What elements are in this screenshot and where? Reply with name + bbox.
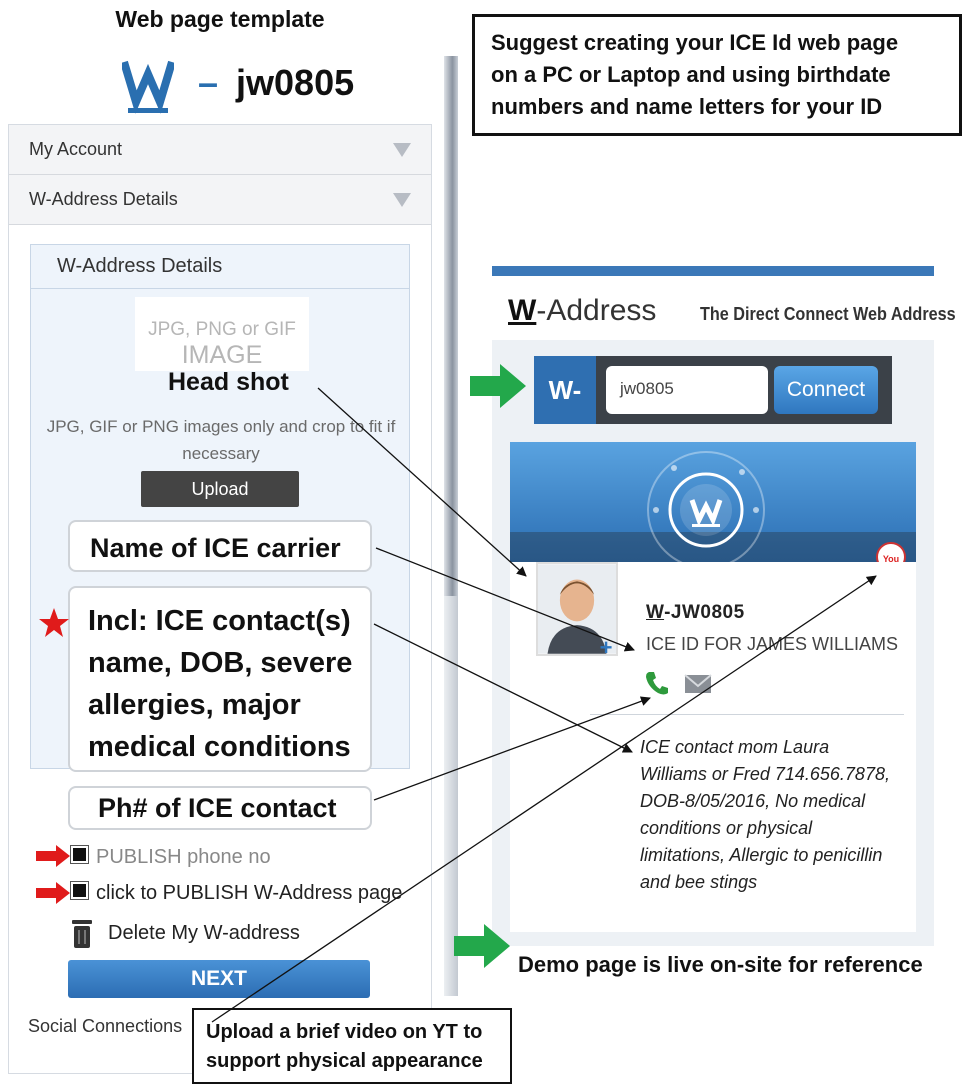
add-photo-icon[interactable]: + bbox=[599, 635, 613, 660]
accordion-label: W-Address Details bbox=[29, 189, 178, 209]
demo-header: W-Address The Direct Connect Web Address bbox=[492, 276, 956, 340]
w-address-input[interactable]: jw0805 bbox=[606, 366, 768, 414]
w-logo-icon bbox=[122, 60, 174, 114]
demo-top-bar bbox=[492, 266, 934, 276]
publish-page-checkbox[interactable] bbox=[70, 881, 89, 900]
red-arrow-icon bbox=[36, 882, 70, 904]
mail-icon[interactable] bbox=[684, 674, 712, 694]
publish-phone-checkbox[interactable] bbox=[70, 845, 89, 864]
profile-subtitle: ICE ID FOR JAMES WILLIAMS bbox=[646, 634, 899, 654]
divider-bar bbox=[444, 56, 458, 596]
accordion-label: My Account bbox=[29, 139, 123, 159]
logo-id: –jw0805 bbox=[198, 62, 355, 103]
trash-icon[interactable] bbox=[70, 918, 94, 950]
card-divider bbox=[590, 714, 904, 715]
next-button[interactable]: NEXT bbox=[68, 960, 370, 998]
suggest-note: Suggest creating your ICE Id web page on… bbox=[472, 14, 962, 136]
publish-phone-label: PUBLISH phone no bbox=[96, 846, 271, 868]
demo-live-note: Demo page is live on-site for reference bbox=[518, 952, 923, 977]
yt-note-line: Upload a brief video on YT to bbox=[206, 1021, 483, 1043]
demo-page: W-Address The Direct Connect Web Address… bbox=[492, 266, 956, 946]
template-title: Web page template bbox=[115, 6, 325, 32]
image-placeholder[interactable]: JPG, PNG or GIF IMAGE bbox=[135, 297, 309, 371]
callout-line: name, DOB, severe bbox=[88, 647, 353, 679]
suggest-line: on a PC or Laptop and using birthdate bbox=[491, 62, 891, 87]
callout-head-shot: Head shot bbox=[168, 368, 289, 396]
profile-banner: You Tube bbox=[510, 442, 916, 562]
yt-note-line: support physical appearance bbox=[206, 1050, 483, 1072]
phone-icon[interactable] bbox=[644, 670, 668, 696]
social-wheel-icon bbox=[647, 451, 765, 562]
callout-line: Incl: ICE contact(s) bbox=[88, 605, 351, 637]
publish-page-label: click to PUBLISH W-Address page bbox=[96, 882, 403, 904]
bio-line: limitations, Allergic to penicillin bbox=[640, 845, 883, 865]
accordion-social-connections[interactable]: Social Connections bbox=[28, 1016, 183, 1036]
red-arrow-icon bbox=[36, 845, 70, 867]
image-placeholder-formats: JPG, PNG or GIF bbox=[148, 319, 296, 340]
green-arrow-icon bbox=[470, 364, 526, 408]
bio-line: DOB-8/05/2016, No medical bbox=[640, 791, 866, 811]
upload-note: JPG, GIF or PNG images only and crop to … bbox=[46, 417, 396, 463]
bio-line: conditions or physical bbox=[640, 818, 813, 838]
callout-line: allergies, major bbox=[88, 689, 301, 721]
green-arrow-icon bbox=[454, 924, 510, 968]
image-placeholder-label: IMAGE bbox=[181, 341, 263, 369]
upload-button[interactable]: Upload bbox=[141, 471, 299, 507]
callout-ice-contacts[interactable]: Incl: ICE contact(s) name, DOB, severe a… bbox=[68, 586, 372, 772]
brand-tagline: The Direct Connect Web Address bbox=[700, 304, 956, 324]
bio-line: and bee stings bbox=[640, 872, 758, 892]
profile-card: You Tube + W-JW0805 ICE ID FOR JAMES WIL… bbox=[510, 442, 916, 932]
details-heading: W-Address Details bbox=[31, 245, 409, 289]
accordion-my-account[interactable]: My Account bbox=[9, 125, 431, 175]
callout-phone-of-contact[interactable]: Ph# of ICE contact bbox=[68, 786, 372, 830]
triangle-down-icon bbox=[393, 143, 411, 157]
suggest-line: numbers and name letters for your ID bbox=[491, 94, 883, 119]
connect-bar: W- jw0805 Connect bbox=[534, 356, 892, 424]
profile-name: W-JW0805 bbox=[646, 602, 745, 623]
triangle-down-icon bbox=[393, 193, 411, 207]
youtube-icon[interactable]: You Tube bbox=[876, 542, 906, 562]
connect-prefix: W- bbox=[534, 356, 596, 424]
callout-line: medical conditions bbox=[88, 731, 351, 763]
suggest-line: Suggest creating your ICE Id web page bbox=[491, 30, 899, 55]
accordion-w-address-details[interactable]: W-Address Details bbox=[9, 175, 431, 225]
bio-line: Williams or Fred 714.656.7878, bbox=[640, 764, 890, 784]
connect-button[interactable]: Connect bbox=[774, 366, 878, 414]
youtube-note: Upload a brief video on YT to support ph… bbox=[192, 1008, 512, 1084]
delete-w-address-link[interactable]: Delete My W-address bbox=[108, 922, 300, 944]
w-address-brand[interactable]: W-Address bbox=[508, 294, 657, 327]
callout-name-of-carrier[interactable]: Name of ICE carrier bbox=[68, 520, 372, 572]
profile-bio: ICE contact mom Laura Williams or Fred 7… bbox=[640, 734, 910, 896]
star-icon bbox=[39, 608, 69, 637]
bio-line: ICE contact mom Laura bbox=[640, 737, 830, 757]
